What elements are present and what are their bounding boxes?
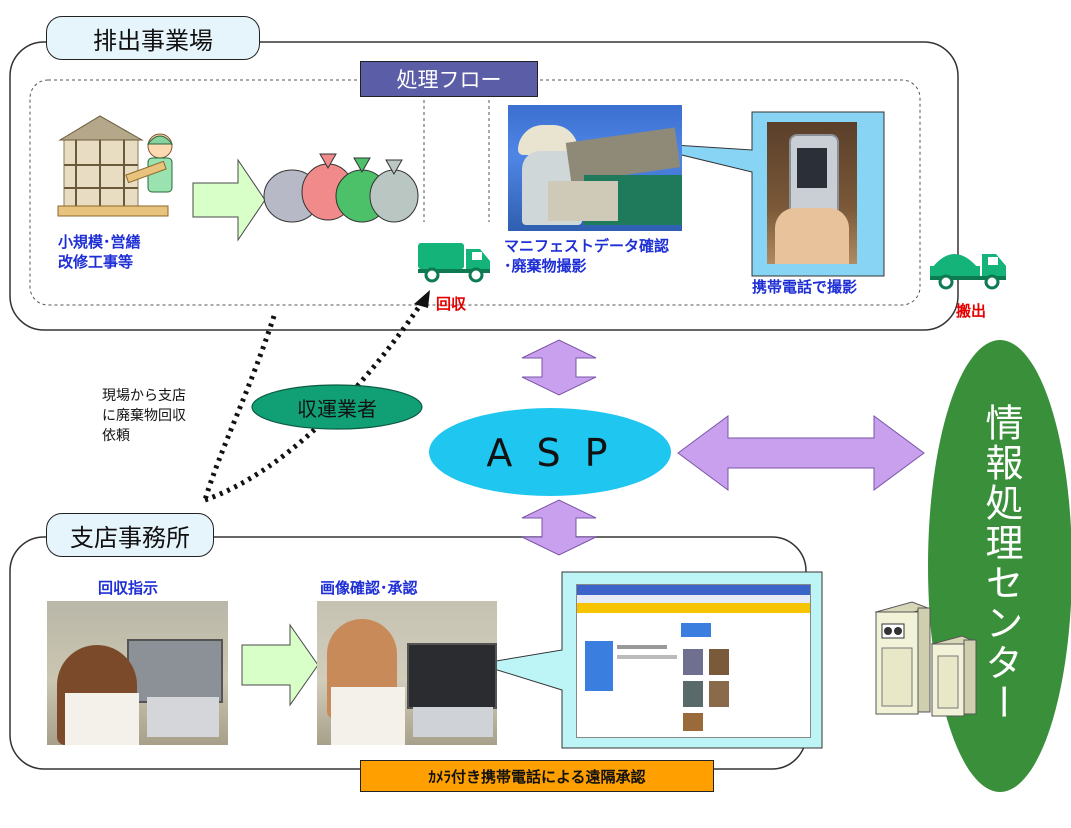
instruction-label: 回収指示 (98, 579, 159, 597)
request-note: 現場から支店 に廃棄物回収 依頼 (102, 386, 186, 446)
remote-approval-banner: ｶﾒﾗ付き携帯電話による遠隔承認 (360, 760, 714, 792)
flow-arrow-bottom (241, 623, 319, 707)
waste-bags-icon (262, 148, 420, 226)
request-line-3: 依頼 (102, 428, 130, 444)
small-works-line-2: 改修工事等 (58, 253, 134, 271)
transporter-ellipse (251, 384, 423, 430)
asp-label: A S P (486, 431, 614, 475)
instruction-photo (47, 601, 228, 745)
dump-truck-icon (928, 238, 1010, 290)
mobile-phone-icon (767, 122, 857, 264)
request-dotted-path (202, 315, 277, 501)
site-frame (9, 41, 959, 331)
transporter-label: 収運業者 (297, 396, 377, 421)
carry-out-label: 搬出 (956, 302, 987, 320)
collect-arrowhead (414, 290, 430, 308)
phone-caption: 携帯電話で撮影 (752, 278, 858, 296)
collect-label: 回収 (436, 295, 467, 313)
arrow-site-asp (521, 339, 597, 396)
request-line-2: に廃棄物回収 (102, 408, 186, 424)
manifest-label: マニフェストデータ確認 ･廃棄物撮影 (504, 236, 669, 276)
center-label: 情報処理センター (979, 403, 1023, 723)
flow-title: 処理フロー (360, 61, 538, 97)
asp-ellipse (429, 408, 671, 496)
manifest-line-2: ･廃棄物撮影 (504, 257, 587, 275)
arrow-asp-branch (521, 499, 597, 556)
waste-photo (508, 105, 682, 231)
manifest-line-1: マニフェストデータ確認 (504, 237, 670, 255)
flow-arrow-top (192, 158, 266, 242)
site-title: 排出事業場 (46, 16, 260, 60)
branch-title: 支店事務所 (46, 513, 214, 557)
approval-photo (317, 601, 497, 745)
construction-worker-icon (56, 110, 188, 220)
small-works-label: 小規模･営繕 改修工事等 (58, 232, 141, 272)
arrow-asp-center (677, 415, 925, 491)
server-icon (870, 598, 978, 720)
green-truck-icon (416, 235, 492, 283)
request-line-1: 現場から支店 (102, 388, 186, 404)
system-screen-thumbnail (576, 584, 811, 738)
small-works-line-1: 小規模･営繕 (58, 233, 141, 251)
approval-label: 画像確認･承認 (320, 579, 418, 597)
